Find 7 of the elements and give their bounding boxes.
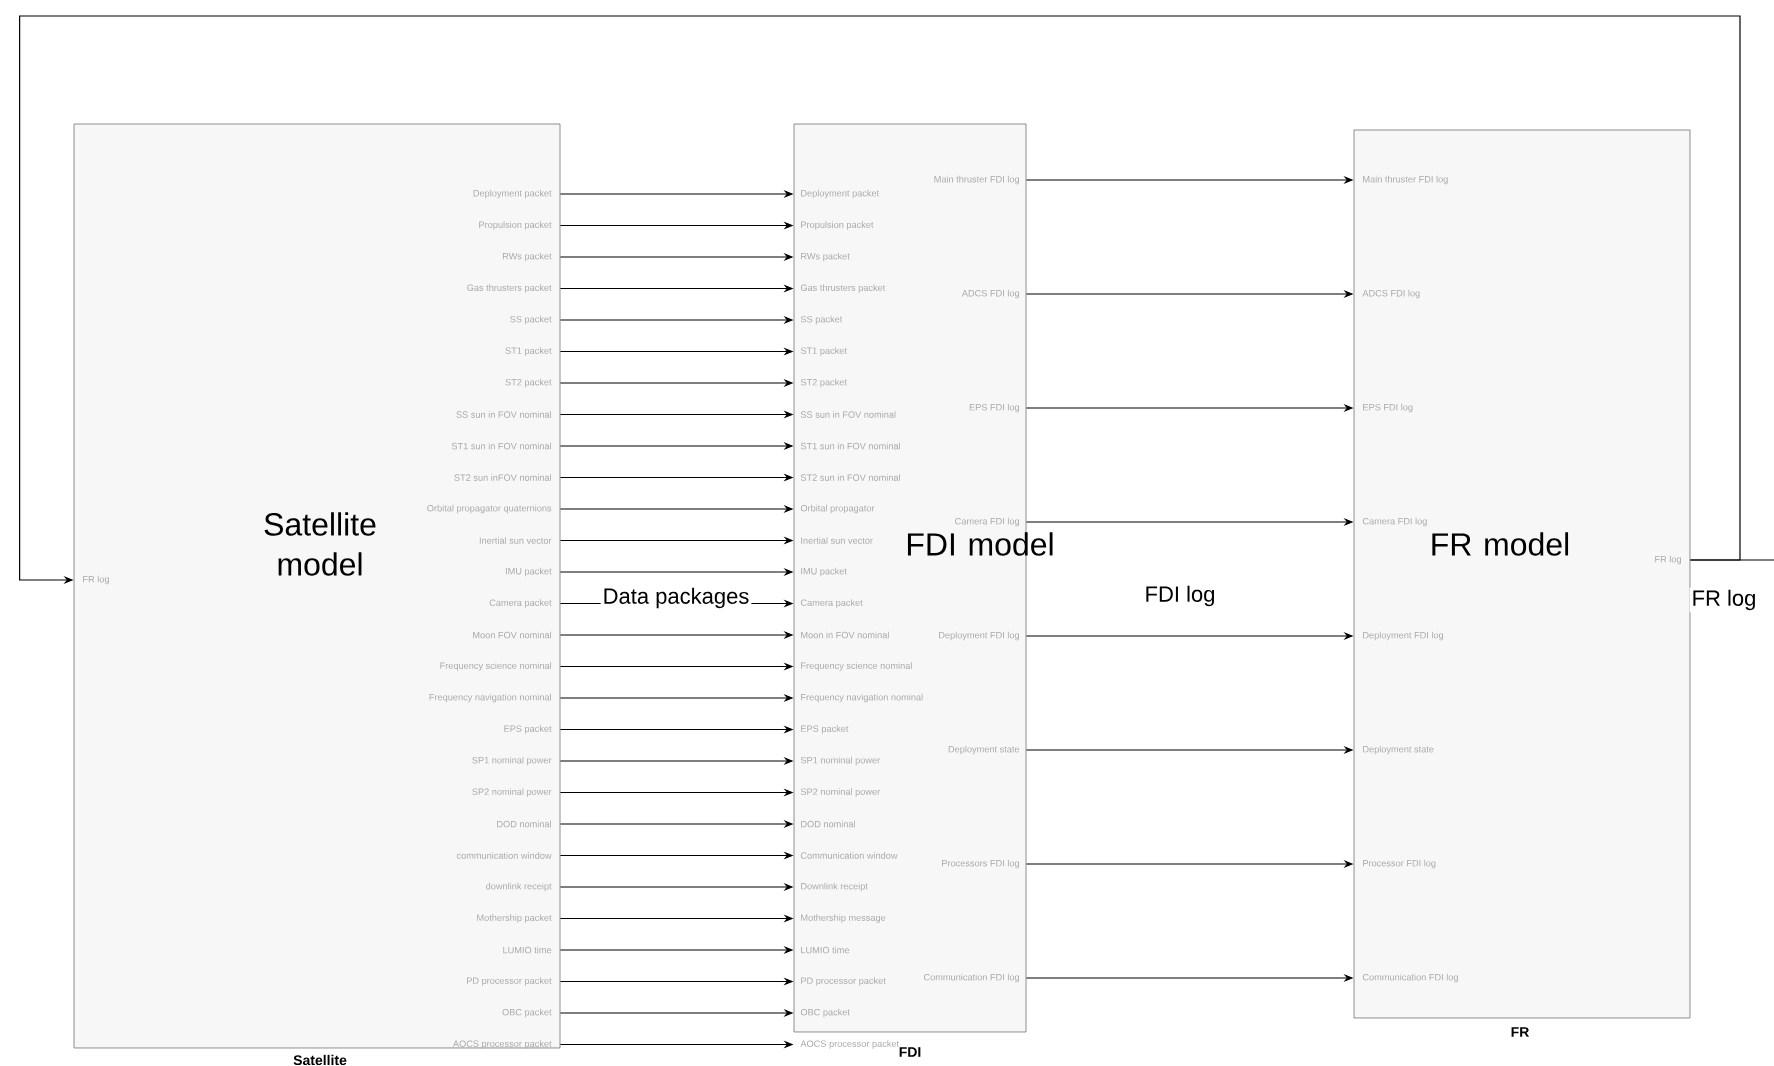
block-title: FDI model	[907, 532, 1053, 556]
block-title: Satellite model	[264, 512, 376, 576]
block-title: FR model	[1432, 532, 1569, 556]
edge-label: FR log	[1689, 587, 1759, 613]
bundle-label: Data packages	[600, 585, 752, 611]
connector	[1689, 559, 1774, 561]
bundle-label: FDI log	[1142, 583, 1218, 609]
